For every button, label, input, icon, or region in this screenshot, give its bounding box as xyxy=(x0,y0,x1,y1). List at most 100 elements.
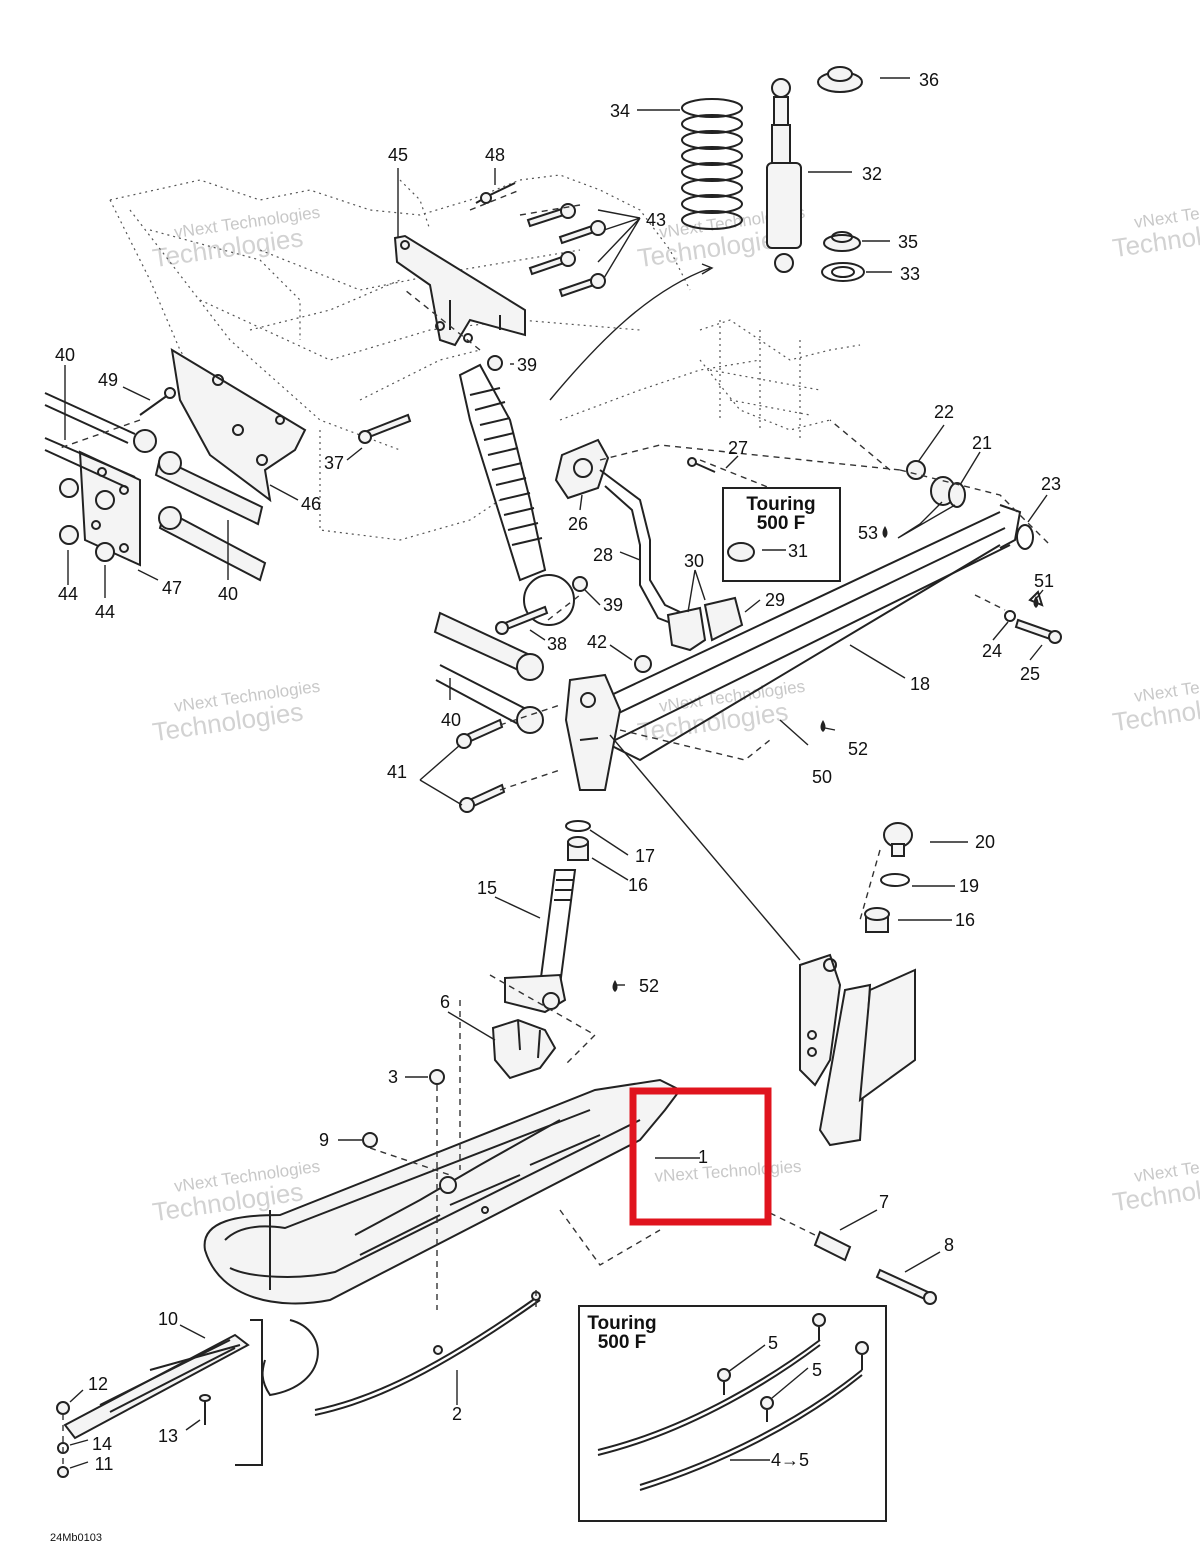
bolts-43 xyxy=(526,203,606,298)
runner-2 xyxy=(314,1290,541,1416)
callout-28: 28 xyxy=(593,545,613,565)
callout-31: 31 xyxy=(788,541,808,561)
bracket-45 xyxy=(393,234,526,347)
steering-arm-26 xyxy=(554,438,610,500)
callout-52b: 52 xyxy=(639,976,659,996)
callout-10: 10 xyxy=(158,1309,178,1329)
shock-absorber-32 xyxy=(766,78,802,273)
callout-11: 11 xyxy=(95,1454,114,1474)
bolt-27 xyxy=(687,457,716,473)
rubber-6 xyxy=(491,1018,557,1080)
callout-45: 45 xyxy=(388,145,408,165)
sway-bar-18 xyxy=(589,504,1022,762)
bolts-41 xyxy=(456,718,506,813)
bolt-38 xyxy=(495,605,549,635)
callout-49: 49 xyxy=(98,370,118,390)
callout-35: 35 xyxy=(898,232,918,252)
nut-39b xyxy=(572,576,588,592)
callout-23: 23 xyxy=(1041,474,1061,494)
callout-24: 24 xyxy=(982,641,1002,661)
frame-support xyxy=(699,319,861,440)
callout-41: 41 xyxy=(387,762,407,782)
highlight-box xyxy=(629,1087,772,1226)
callout-25: 25 xyxy=(1020,664,1040,684)
callout-18: 18 xyxy=(910,674,930,694)
callout-44a: 44 xyxy=(58,584,78,604)
callout-39b: 39 xyxy=(603,595,623,615)
ski-1 xyxy=(203,1078,682,1305)
callout-36: 36 xyxy=(919,70,939,90)
callout-3: 3 xyxy=(388,1067,398,1087)
callout-43: 43 xyxy=(646,210,666,230)
grease-drop-icon xyxy=(612,980,618,992)
callout-21: 21 xyxy=(972,433,992,453)
callout-8: 8 xyxy=(944,1235,954,1255)
callout-22: 22 xyxy=(934,402,954,422)
knob-20 xyxy=(883,822,913,857)
callout-44b: 44 xyxy=(95,602,115,622)
callout-53: 53 xyxy=(858,523,878,543)
washer-24 xyxy=(1004,610,1016,622)
ring-17 xyxy=(565,820,591,832)
spring-cup-36 xyxy=(817,66,863,93)
bolt-11 xyxy=(57,1466,69,1478)
bolt-13 xyxy=(199,1394,211,1425)
dashed-guides xyxy=(59,189,1051,1266)
callout-1: 1 xyxy=(698,1147,708,1167)
tie-rod-28 xyxy=(599,469,681,626)
spindle-housing xyxy=(564,673,622,791)
callout-42: 42 xyxy=(587,632,607,652)
callout-34: 34 xyxy=(610,101,630,121)
ski-tip-loop xyxy=(261,1319,319,1397)
callout-38: 38 xyxy=(547,634,567,654)
nut-12 xyxy=(56,1401,70,1415)
callout-20: 20 xyxy=(975,832,995,852)
nut-42 xyxy=(634,655,652,673)
spindle-bracket xyxy=(799,953,916,1147)
callout-14: 14 xyxy=(92,1434,112,1454)
callout-39a: 39 xyxy=(517,355,537,375)
ring-23 xyxy=(1016,524,1034,550)
callout-48: 48 xyxy=(485,145,505,165)
callout-5a: 5 xyxy=(768,1333,778,1353)
callout-27: 27 xyxy=(728,438,748,458)
callout-32: 32 xyxy=(862,164,882,184)
callout-17: 17 xyxy=(635,846,655,866)
rod-end-29 xyxy=(666,596,744,652)
callout-40a: 40 xyxy=(55,345,75,365)
callout-19: 19 xyxy=(959,876,979,896)
bushing-21 xyxy=(930,476,966,508)
plug-31 xyxy=(727,542,755,562)
mount-plate-46 xyxy=(170,348,307,503)
callout-16b: 16 xyxy=(955,910,975,930)
watermark-text: vNext Technologies xyxy=(654,1157,802,1186)
shock-bellows xyxy=(458,363,575,626)
callout-52a: 52 xyxy=(848,739,868,759)
sleeve-7 xyxy=(813,1230,852,1262)
washer-33 xyxy=(821,262,865,282)
box-title: Touring xyxy=(746,494,815,515)
nut-9 xyxy=(362,1132,378,1148)
grease-drop-icons xyxy=(612,526,1039,992)
touring-box-bottom: Touring 500 F xyxy=(578,1305,887,1522)
callout-12: 12 xyxy=(88,1374,108,1394)
callout-40b: 40 xyxy=(218,584,238,604)
nut-3 xyxy=(429,1069,445,1085)
grease-drop-icon xyxy=(882,526,888,538)
coil-spring-34 xyxy=(681,98,743,230)
callout-15: 15 xyxy=(477,878,497,898)
nuts-44 xyxy=(59,478,115,562)
bushing-22 xyxy=(906,460,926,480)
callout-26: 26 xyxy=(568,514,588,534)
ski-leg xyxy=(504,973,567,1014)
callout-labels: 1 2 3 4→5 5 5 6 7 8 9 10 11 12 13 14 15 … xyxy=(55,70,1061,1474)
bushing-16 xyxy=(567,836,589,861)
grease-drop-icon xyxy=(820,720,826,732)
leader-lines xyxy=(64,77,1048,1469)
callout-40c: 40 xyxy=(441,710,461,730)
touring-box-top: Touring 500 F xyxy=(722,487,841,582)
nut-39 xyxy=(487,355,503,371)
callout-33: 33 xyxy=(900,264,920,284)
callout-16a: 16 xyxy=(628,875,648,895)
callout-47: 47 xyxy=(162,578,182,598)
